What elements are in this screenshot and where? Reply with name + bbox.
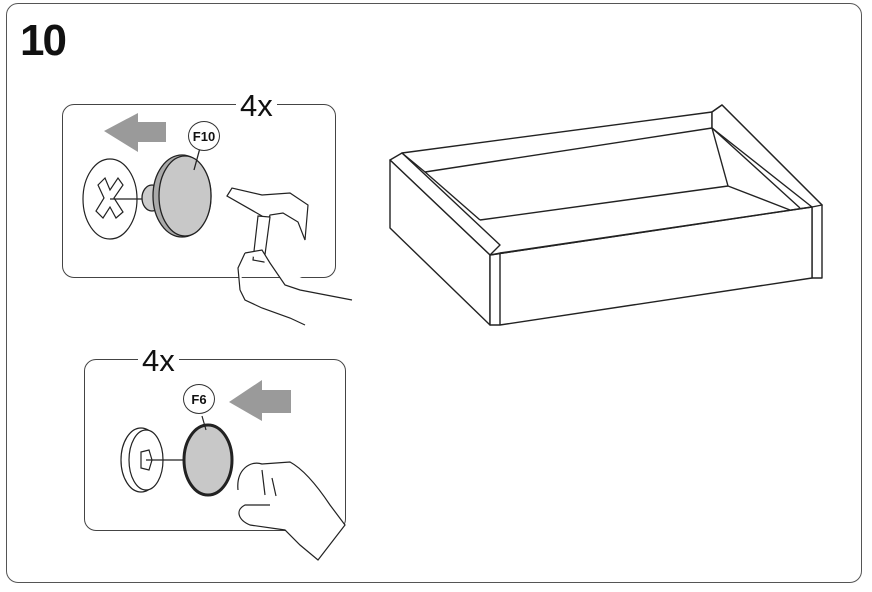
instruction-frame <box>6 3 862 583</box>
part-label-f10: F10 <box>188 121 220 151</box>
arrow-left-icon <box>104 113 166 152</box>
cam-lock-icon <box>120 427 183 493</box>
panel-top <box>62 104 336 278</box>
step-number: 10 <box>20 16 67 65</box>
quantity-label: 4x <box>236 90 277 121</box>
part-label-f6: F6 <box>183 384 215 414</box>
arrow-left-icon <box>229 380 291 421</box>
quantity-label: 4x <box>138 345 179 376</box>
hammer-icon <box>226 187 309 263</box>
drawer-illustration <box>389 104 823 326</box>
cam-lock-hole-icon <box>82 158 150 240</box>
part-f6-icon <box>182 415 234 497</box>
hand-icon <box>237 461 346 561</box>
panel-bottom <box>84 359 346 531</box>
part-f10-icon <box>141 147 212 238</box>
hand-icon <box>237 249 353 326</box>
